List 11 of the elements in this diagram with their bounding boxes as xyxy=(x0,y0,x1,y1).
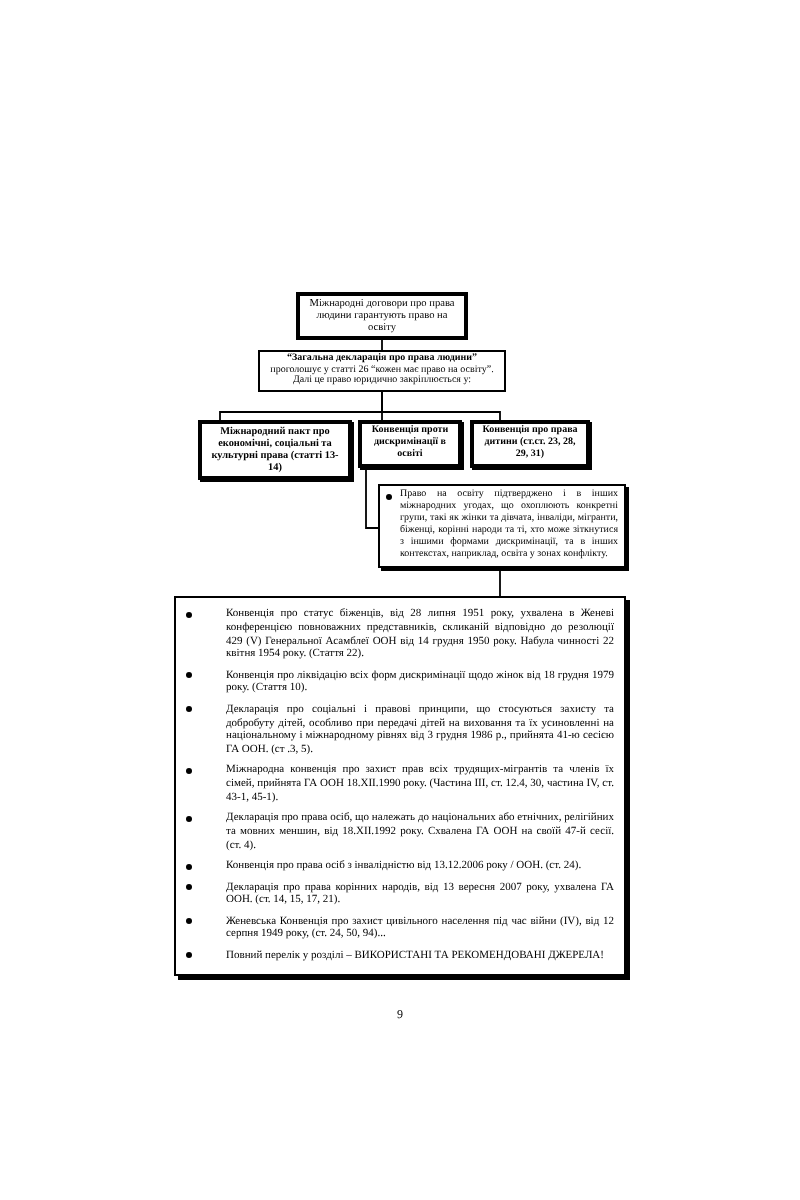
treaty-box xyxy=(198,420,352,480)
treaty-box xyxy=(470,420,590,468)
connector-line xyxy=(381,390,501,421)
connector-line xyxy=(499,567,501,597)
note-box xyxy=(378,484,626,568)
declaration-box xyxy=(258,350,506,392)
treaty-list-box xyxy=(174,596,626,976)
connector-line xyxy=(381,339,383,351)
heading-box xyxy=(296,292,468,340)
connector-line xyxy=(365,467,379,529)
treaty-box xyxy=(358,420,462,468)
